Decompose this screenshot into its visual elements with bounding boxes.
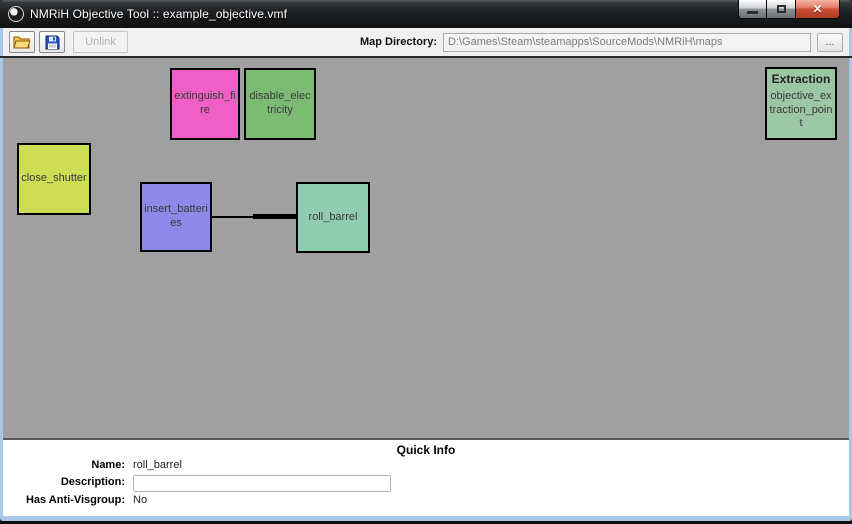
quick-info-grid: Name: roll_barrel Description: Has Anti-…	[3, 459, 849, 506]
minimize-button[interactable]	[738, 0, 767, 19]
objective-node-label: close_shutter	[21, 172, 87, 185]
window-frame-bottom	[0, 516, 852, 521]
close-button[interactable]: ✕	[795, 0, 840, 19]
objective-node-label: insert_batteries	[144, 203, 208, 229]
save-floppy-icon	[45, 35, 59, 49]
group-item-label: objective_extraction_point	[769, 90, 833, 129]
unlink-button[interactable]: Unlink	[73, 31, 128, 53]
objective-node-insert_batteries[interactable]: insert_batteries	[140, 182, 212, 252]
browse-button[interactable]: ...	[817, 32, 843, 52]
objective-node-disable_electricity[interactable]: disable_electricity	[244, 68, 316, 140]
anti-visgroup-label: Has Anti-Visgroup:	[25, 493, 125, 506]
name-value: roll_barrel	[133, 459, 182, 471]
close-icon: ✕	[812, 2, 823, 16]
title-bar[interactable]: NMRiH Objective Tool :: example_objectiv…	[0, 0, 852, 28]
objective-node-close_shutter[interactable]: close_shutter	[17, 143, 91, 215]
objective-node-extinguish_fire[interactable]: extinguish_fire	[170, 68, 240, 140]
quick-info-panel: Quick Info Name: roll_barrel Description…	[0, 440, 852, 516]
connection-line-thick	[253, 214, 296, 219]
name-label: Name:	[91, 459, 125, 471]
window-title: NMRiH Objective Tool :: example_objectiv…	[30, 7, 288, 21]
objective-node-roll_barrel[interactable]: roll_barrel	[296, 182, 370, 253]
panel-separator	[0, 438, 852, 440]
group-title: Extraction	[771, 72, 831, 86]
app-icon	[8, 6, 24, 22]
map-directory-input[interactable]	[443, 32, 811, 52]
connection-line-thin	[212, 216, 256, 218]
minimize-icon	[747, 10, 758, 14]
objective-node-label: roll_barrel	[308, 210, 358, 223]
maximize-icon	[776, 5, 786, 13]
maximize-button[interactable]	[767, 0, 795, 19]
window-frame-shadow	[0, 521, 852, 524]
description-input[interactable]	[133, 474, 391, 492]
objective-node-label: extinguish_fire	[174, 90, 236, 116]
objective-group-extraction[interactable]: Extraction objective_extraction_point	[765, 67, 837, 140]
objective-node-label: disable_electricity	[249, 90, 311, 116]
objective-canvas[interactable]: Extraction objective_extraction_point ex…	[0, 58, 852, 438]
window-controls: ✕	[738, 0, 840, 19]
description-label: Description:	[60, 476, 125, 489]
save-button[interactable]	[39, 31, 65, 53]
quick-info-title: Quick Info	[396, 443, 456, 457]
anti-visgroup-value: No	[133, 493, 148, 506]
toolbar: Unlink Map Directory: ...	[0, 28, 852, 56]
open-button[interactable]	[9, 31, 35, 53]
toolbar-separator	[0, 56, 852, 58]
open-folder-icon	[13, 36, 31, 49]
map-directory-label: Map Directory:	[359, 36, 437, 48]
